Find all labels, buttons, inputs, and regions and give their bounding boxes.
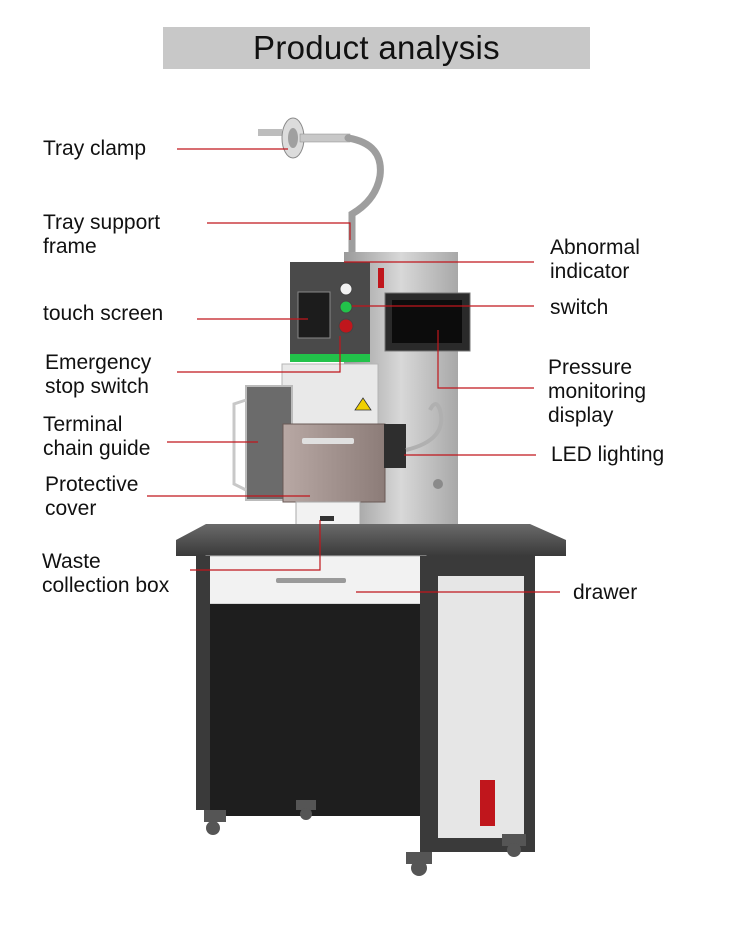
status-light-bar <box>290 354 370 362</box>
emergency-stop-button <box>338 318 354 334</box>
tray-clamp <box>258 117 351 159</box>
label-protective-cover: Protective cover <box>45 473 139 520</box>
abnormal-indicator-light <box>339 282 353 296</box>
touch-screen <box>297 291 331 339</box>
tray-support-frame <box>344 134 384 266</box>
title-bar: Product analysis <box>163 27 590 69</box>
label-pressure-monitoring-display: Pressure monitoring display <box>548 356 647 427</box>
label-waste-collection-box: Waste collection box <box>42 550 170 597</box>
label-emergency-stop-switch: Emergency stop switch <box>45 351 152 398</box>
protective-cover <box>282 423 386 503</box>
label-tray-support-frame: Tray support frame <box>43 211 161 258</box>
switch-button <box>339 300 353 314</box>
page-title: Product analysis <box>253 29 500 66</box>
table-top <box>176 524 566 556</box>
label-terminal-chain-guide: Terminal chain guide <box>43 413 151 460</box>
label-tray-clamp: Tray clamp <box>43 137 147 160</box>
label-touch-screen: touch screen <box>43 302 164 325</box>
leader-lines <box>147 148 560 593</box>
label-abnormal-indicator: Abnormal indicator <box>550 236 640 283</box>
label-led-lighting: LED lighting <box>551 443 665 466</box>
label-drawer: drawer <box>573 581 638 604</box>
label-switch: switch <box>550 296 609 319</box>
